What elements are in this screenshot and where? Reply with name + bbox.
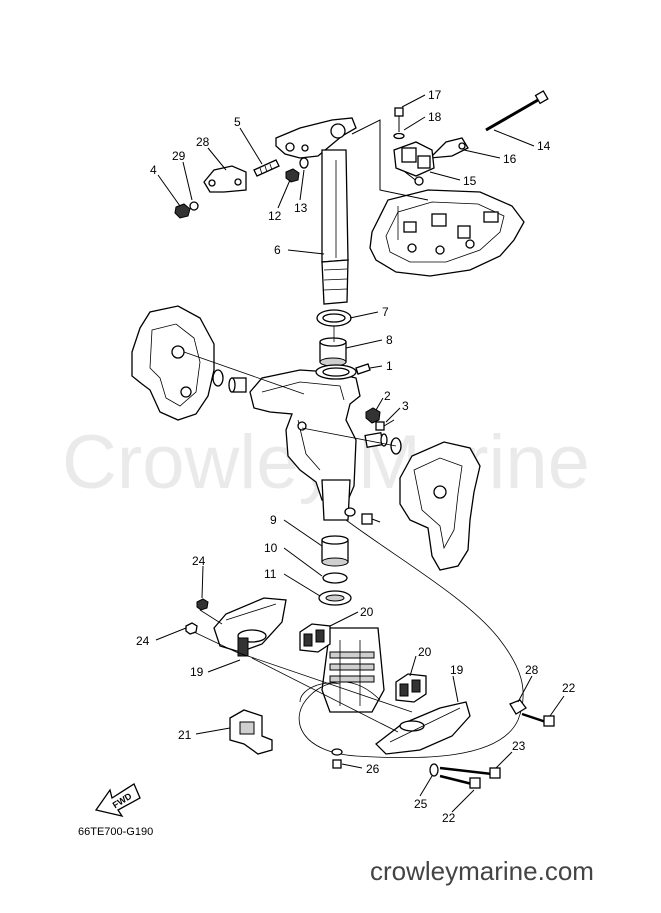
callout-1: 1 — [386, 359, 393, 373]
mount-housing-19-left — [213, 597, 287, 657]
screw-26 — [331, 748, 343, 769]
callout-25: 25 — [414, 797, 428, 811]
nut-4-washer-29 — [174, 201, 199, 219]
callout-23: 23 — [512, 739, 526, 753]
callout-labels: 17 18 14 16 15 5 28 29 4 12 13 6 7 8 1 2… — [136, 88, 576, 825]
bolt-22-lower — [439, 774, 481, 789]
leader-lines — [155, 94, 565, 813]
plate-16 — [428, 137, 469, 159]
bushing-8 — [319, 337, 347, 367]
callout-24-a: 24 — [192, 554, 206, 568]
grease-fitting — [344, 507, 381, 525]
diagram-code: 66TE700-G190 — [78, 826, 153, 838]
callout-27: 28 — [525, 663, 539, 677]
right-clamp-bracket — [399, 441, 481, 571]
bolt-3 — [375, 419, 395, 431]
nut-2 — [365, 407, 381, 424]
callout-10: 10 — [264, 541, 278, 555]
callout-4: 4 — [150, 163, 157, 177]
callout-16: 16 — [503, 152, 517, 166]
callout-9: 9 — [270, 513, 277, 527]
nut-24-lower — [185, 622, 198, 635]
washer-left — [212, 369, 224, 387]
callout-8: 8 — [386, 333, 393, 347]
bolt-5 — [253, 159, 280, 177]
engine-base-plate — [369, 189, 525, 277]
callout-7: 7 — [382, 305, 389, 319]
bushing-right — [364, 431, 388, 449]
key-1 — [355, 363, 371, 375]
long-bolt-14 — [485, 90, 549, 132]
sensor-15 — [393, 141, 435, 186]
callout-2: 2 — [384, 389, 391, 403]
website-text: crowleymarine.com — [370, 856, 594, 886]
bushing-left — [228, 377, 247, 393]
spacer-21 — [229, 709, 273, 755]
nut-12-washer-13 — [285, 157, 309, 183]
callout-21: 21 — [178, 728, 192, 742]
callout-19-a: 19 — [190, 665, 204, 679]
bracket-28 — [203, 165, 247, 193]
callout-24-b: 24 — [136, 634, 150, 648]
callout-20-b: 20 — [418, 645, 432, 659]
ring-7 — [316, 309, 352, 327]
callout-22-b: 22 — [442, 811, 456, 825]
swivel-bracket — [249, 364, 361, 521]
callout-6: 6 — [274, 243, 281, 257]
callout-5: 5 — [234, 115, 241, 129]
nut-24-upper — [196, 598, 209, 611]
bolt-17 — [393, 107, 405, 140]
callout-20-a: 20 — [360, 605, 374, 619]
callout-28: 28 — [196, 135, 210, 149]
washer-25 — [429, 763, 439, 777]
o-ring-10 — [322, 572, 348, 584]
seal-11 — [318, 590, 352, 606]
lower-housing — [321, 627, 385, 713]
callout-3: 3 — [402, 399, 409, 413]
rubber-mount-20-right — [395, 673, 427, 703]
callout-14: 14 — [537, 139, 551, 153]
rubber-mount-20-left — [299, 623, 331, 653]
callout-22-a: 22 — [562, 681, 576, 695]
callout-11: 11 — [264, 567, 277, 581]
bolt-22-right — [521, 712, 555, 727]
clip-27 — [509, 699, 527, 715]
callout-26: 26 — [366, 762, 380, 776]
callout-13: 13 — [294, 201, 308, 215]
fwd-arrow-icon: FWD — [94, 783, 141, 818]
bolt-23 — [439, 766, 501, 779]
callout-12: 12 — [268, 209, 282, 223]
callout-17: 17 — [428, 88, 442, 102]
callout-18: 18 — [428, 110, 442, 124]
callout-15: 15 — [463, 174, 477, 188]
callout-29: 29 — [172, 149, 186, 163]
callout-19-b: 19 — [450, 663, 464, 677]
steering-shaft-assembly — [275, 117, 357, 305]
mount-housing-19-right — [375, 701, 471, 755]
bushing-9 — [321, 535, 349, 567]
left-clamp-bracket — [131, 305, 215, 421]
